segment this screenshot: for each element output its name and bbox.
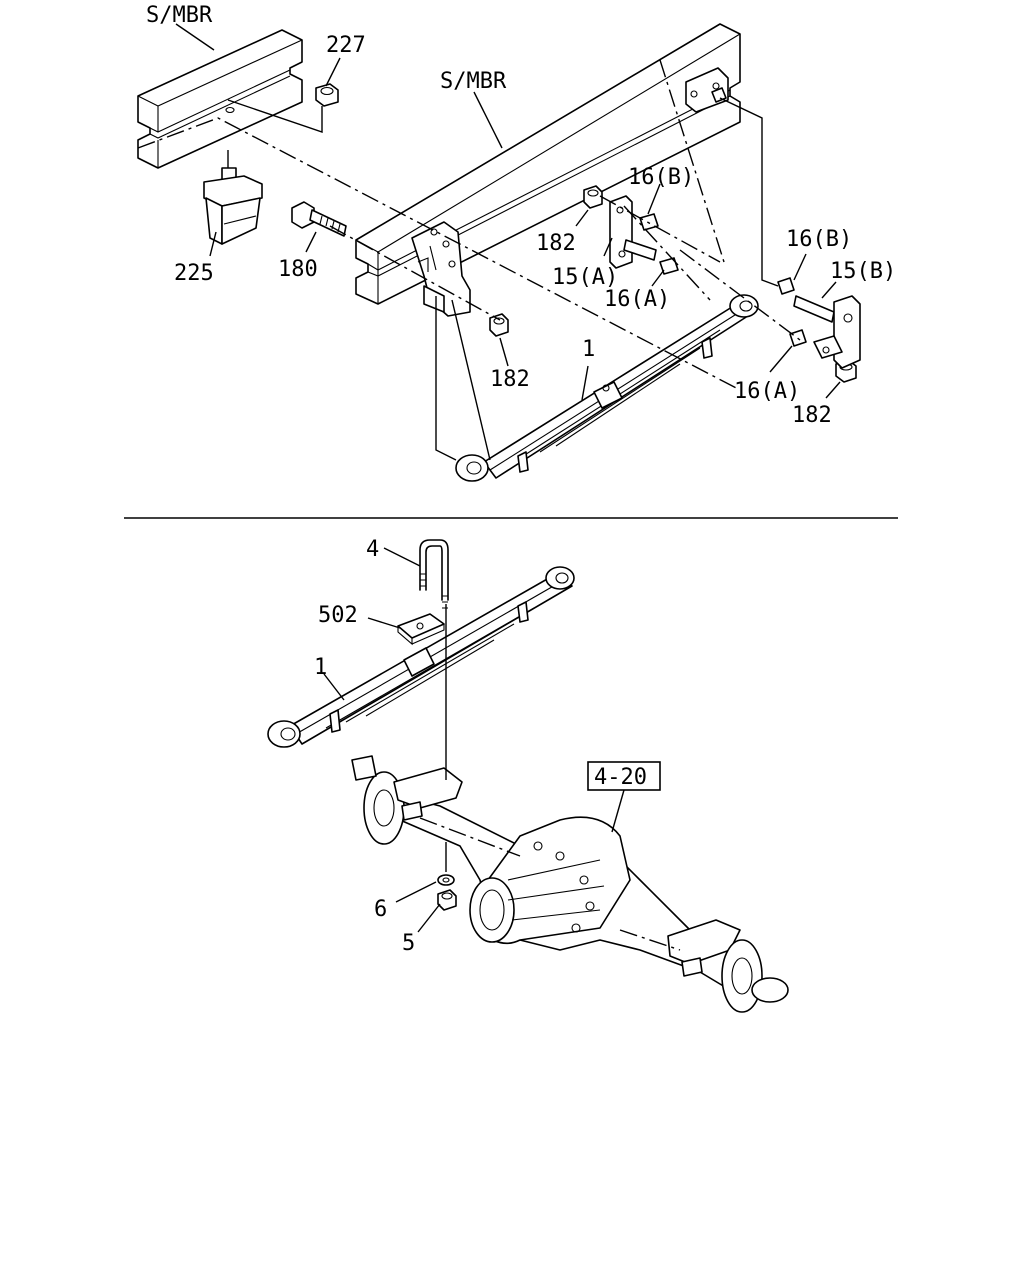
label-225: 225 — [174, 261, 214, 286]
side-member-fragment — [137, 29, 303, 169]
label-4: 4 — [366, 537, 379, 562]
axle-housing — [351, 755, 789, 1013]
side-member-main — [355, 23, 741, 305]
reference-box — [587, 761, 661, 791]
label-ref-4-20[interactable]: 4-20 — [594, 765, 647, 790]
leader-lines-upper — [175, 23, 841, 401]
bump-stopper — [203, 167, 263, 245]
assembly-lines-lower — [419, 604, 681, 951]
spring-seat-plate — [397, 613, 445, 646]
nut-227 — [315, 83, 339, 107]
bushing-16a-upper — [659, 257, 679, 275]
label-smbr-main: S/MBR — [440, 69, 507, 94]
label-16a-lower: 16(A) — [734, 379, 800, 404]
label-227: 227 — [326, 33, 366, 58]
nut-182-upper — [583, 185, 603, 209]
label-16a-upper: 16(A) — [604, 287, 670, 312]
u-bolt — [419, 539, 449, 609]
label-6: 6 — [374, 897, 387, 922]
label-16b-right: 16(B) — [786, 227, 852, 252]
front-spring-bracket — [411, 221, 471, 317]
label-502: 502 — [318, 603, 358, 628]
assembly-lines-upper — [137, 59, 801, 461]
label-1-upper: 1 — [582, 337, 595, 362]
shackle-15a — [609, 195, 657, 269]
leaf-spring-upper — [455, 294, 759, 482]
label-15a: 15(A) — [552, 265, 618, 290]
label-182-mid: 182 — [490, 367, 530, 392]
bushing-16b-upper — [639, 213, 659, 231]
leaf-spring-lower — [267, 566, 575, 748]
bushing-16b-right — [777, 277, 795, 295]
label-15b: 15(B) — [830, 259, 896, 284]
washer-6 — [437, 874, 455, 886]
label-smbr-top-left: S/MBR — [146, 3, 213, 28]
label-180: 180 — [278, 257, 318, 282]
nut-5 — [437, 889, 457, 911]
label-5: 5 — [402, 931, 415, 956]
leader-lines-lower — [323, 547, 625, 933]
label-182-right: 182 — [792, 403, 832, 428]
label-16b-upper: 16(B) — [628, 165, 694, 190]
nut-182-mid — [489, 313, 509, 337]
shackle-15b — [793, 295, 861, 369]
label-182-upper: 182 — [536, 231, 576, 256]
label-1-lower: 1 — [314, 655, 327, 680]
